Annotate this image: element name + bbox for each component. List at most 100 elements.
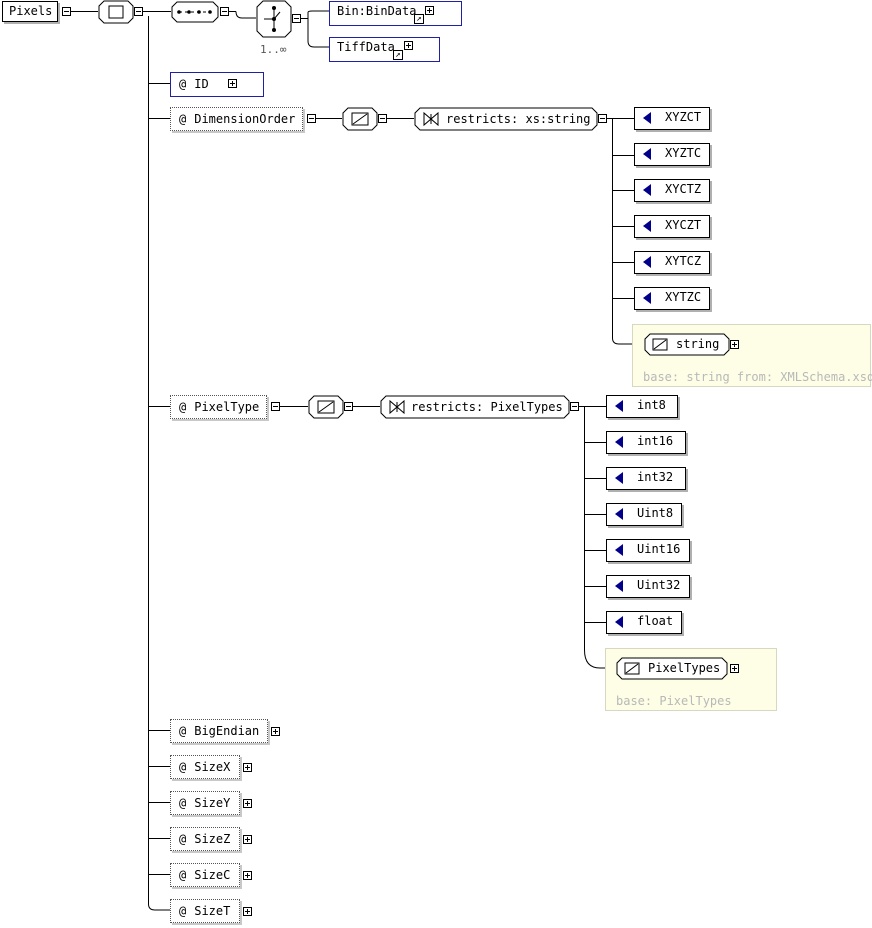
- attribute-sizec-label: SizeC: [194, 868, 231, 882]
- enum-label: XYZTC: [665, 146, 702, 160]
- collapse-toggle-simpletype[interactable]: [344, 402, 353, 411]
- enum-value[interactable]: XYTZC: [634, 287, 710, 310]
- attribute-at-icon: @: [179, 868, 187, 882]
- collapse-toggle-dimensionorder[interactable]: [307, 114, 316, 123]
- enum-label: Uint8: [637, 506, 674, 520]
- enum-value[interactable]: int8: [606, 395, 678, 418]
- enum-triangle-icon: [643, 112, 651, 124]
- enum-value[interactable]: int16: [606, 431, 686, 454]
- sequence-bar-shape: [171, 1, 219, 23]
- expand-toggle-sizey[interactable]: [243, 799, 252, 808]
- element-bin-bindata[interactable]: Bin:BinData: [329, 1, 462, 26]
- sequence-bar[interactable]: [171, 1, 219, 23]
- attribute-sizey-label: SizeY: [194, 796, 231, 810]
- root-element-pixels[interactable]: Pixels: [2, 1, 58, 22]
- enum-value[interactable]: XYCTZ: [634, 179, 710, 202]
- restriction-dimensionorder-label: restricts: xs:string: [446, 112, 591, 126]
- attribute-sizez-label: SizeZ: [194, 832, 231, 846]
- enum-value[interactable]: XYZTC: [634, 143, 710, 166]
- enum-label: int8: [637, 398, 666, 412]
- expand-toggle-bigendian[interactable]: [271, 727, 280, 736]
- enum-value[interactable]: int32: [606, 467, 686, 490]
- expand-toggle-id[interactable]: [228, 79, 237, 88]
- enum-triangle-icon: [643, 148, 651, 160]
- base-type-string[interactable]: string: [644, 333, 730, 356]
- choice-compositor[interactable]: [256, 0, 292, 38]
- reference-arrow-icon: ↗: [393, 50, 403, 60]
- restriction-pixeltype-label: restricts: PixelTypes: [411, 400, 563, 414]
- expand-toggle-tiffdata[interactable]: [404, 41, 413, 50]
- collapse-toggle-restriction[interactable]: [598, 114, 607, 123]
- enum-value[interactable]: XYTCZ: [634, 251, 710, 274]
- enum-value[interactable]: Uint8: [606, 503, 682, 526]
- expand-toggle-bindata[interactable]: [425, 6, 434, 15]
- enum-value[interactable]: XYZCT: [634, 107, 710, 130]
- attribute-sizet[interactable]: @SizeT: [170, 899, 240, 923]
- sequence-compositor-shape: [98, 0, 134, 24]
- attribute-sizec[interactable]: @ SizeC: [170, 863, 240, 887]
- expand-toggle-base-string[interactable]: [730, 340, 739, 349]
- element-tiffdata-label: TiffData: [337, 40, 395, 54]
- collapse-toggle-simpletype[interactable]: [378, 114, 387, 123]
- attribute-sizey[interactable]: @SizeY: [170, 791, 240, 815]
- restriction-shape: [414, 107, 598, 131]
- expand-toggle-base-pixeltypes[interactable]: [730, 664, 739, 673]
- attribute-sizex[interactable]: @SizeX: [170, 755, 240, 779]
- base-type-shape: [644, 333, 730, 356]
- base-type-note: base: PixelTypes: [616, 694, 732, 708]
- attribute-at-icon: @: [179, 760, 187, 774]
- element-tiffdata[interactable]: TiffData: [329, 37, 440, 62]
- restriction-dimensionorder[interactable]: restricts: xs:string: [414, 107, 598, 131]
- collapse-toggle-choice[interactable]: [292, 14, 301, 23]
- base-type-pixeltypes[interactable]: PixelTypes: [616, 657, 728, 680]
- attribute-id[interactable]: @ ID: [170, 72, 264, 97]
- enum-triangle-icon: [643, 292, 651, 304]
- attribute-at-icon: @: [179, 904, 187, 918]
- attribute-at-icon: @: [179, 400, 187, 414]
- expand-toggle-sizex[interactable]: [243, 763, 252, 772]
- enum-label: XYTCZ: [665, 254, 702, 268]
- attribute-bigendian[interactable]: @ BigEndian: [170, 719, 268, 743]
- restriction-pixeltype[interactable]: restricts: PixelTypes: [380, 395, 570, 419]
- base-type-shape: [616, 657, 728, 680]
- enum-triangle-icon: [615, 436, 623, 448]
- expand-toggle-sizet[interactable]: [243, 907, 252, 916]
- simpletype-dimensionorder[interactable]: [342, 107, 378, 131]
- attribute-dimensionorder[interactable]: @DimensionOrder: [170, 107, 303, 131]
- sequence-compositor[interactable]: [98, 0, 134, 24]
- attribute-pixeltype[interactable]: @PixelType: [170, 395, 267, 419]
- enum-triangle-icon: [615, 508, 623, 520]
- attribute-sizez[interactable]: @SizeZ: [170, 827, 240, 851]
- enum-value[interactable]: Uint16: [606, 539, 690, 562]
- element-bin-bindata-label: Bin:BinData: [337, 4, 417, 18]
- enum-label: float: [637, 614, 674, 628]
- choice-multiplicity: 1..∞: [260, 43, 287, 56]
- enum-triangle-icon: [615, 472, 623, 484]
- collapse-toggle-sequence[interactable]: [134, 7, 143, 16]
- expand-toggle-sizez[interactable]: [243, 835, 252, 844]
- attribute-at-icon: @: [179, 77, 187, 91]
- base-type-note: base: string from: XMLSchema.xsd: [643, 370, 872, 384]
- collapse-toggle-root[interactable]: [62, 7, 71, 16]
- collapse-toggle-restriction[interactable]: [570, 402, 579, 411]
- simpletype-shape: [342, 107, 378, 131]
- collapse-toggle-pixeltype[interactable]: [271, 402, 280, 411]
- attribute-id-label: ID: [194, 77, 209, 91]
- enum-triangle-icon: [615, 616, 623, 628]
- enum-value[interactable]: XYCZT: [634, 215, 710, 238]
- enum-value[interactable]: Uint32: [606, 575, 690, 598]
- enum-label: Uint32: [637, 578, 681, 592]
- attribute-at-icon: @: [179, 724, 187, 738]
- enum-label: XYZCT: [665, 110, 702, 124]
- collapse-toggle-sequence-bar[interactable]: [220, 7, 229, 16]
- enum-triangle-icon: [615, 400, 623, 412]
- expand-toggle-sizec[interactable]: [243, 871, 252, 880]
- reference-arrow-icon: ↗: [414, 14, 424, 24]
- attribute-at-icon: @: [179, 112, 187, 126]
- enum-value[interactable]: float: [606, 611, 682, 634]
- base-type-pixeltypes-label: PixelTypes: [648, 661, 721, 675]
- attribute-bigendian-label: BigEndian: [194, 724, 260, 738]
- simpletype-pixeltype[interactable]: [308, 395, 344, 419]
- simpletype-shape: [308, 395, 344, 419]
